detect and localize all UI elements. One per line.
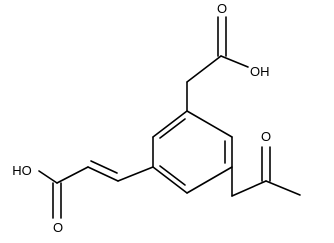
bond-vinyl-double [87, 166, 119, 182]
structure-canvas: O OH HO O O [12, 1, 301, 235]
acetic-acid-group: O OH [186, 1, 270, 112]
ring-double-bond-bottom-left [159, 165, 186, 186]
atom-label-ketone-o: O [261, 129, 271, 144]
bond-ch2-to-carbonyl-c [231, 180, 267, 197]
atom-label-left-carbonyl-o: O [53, 220, 63, 235]
atom-label-top-hydroxyl: OH [250, 64, 270, 79]
ring-bond-top-left [152, 110, 188, 138]
ring-bond-bottom-left [152, 166, 188, 194]
molecule-structure: O OH HO O O [12, 1, 301, 235]
ring-double-bond-top-left [159, 118, 186, 139]
ring-bond-top-right [186, 110, 233, 138]
bond-vinyl-double-inner [90, 160, 118, 174]
bond-ring-to-vinyl-ch [117, 166, 154, 182]
bond-vinyl-to-carboxyl-c [56, 166, 89, 184]
atom-label-left-hydroxyl: HO [12, 163, 32, 178]
atom-label-top-carbonyl-o: O [217, 1, 227, 16]
bond-left-carboxyl-to-oh [38, 170, 58, 184]
bond-carbonyl-c-to-methyl [265, 180, 301, 196]
benzene-ring [152, 110, 233, 194]
bond-carboxyl-c-to-oh [220, 55, 249, 68]
oxopropyl-group: O [231, 129, 301, 197]
ring-bond-bottom-right [186, 166, 233, 194]
acrylic-acid-group: HO O [12, 160, 154, 235]
bond-ch2-to-carboxyl-c [186, 55, 222, 83]
